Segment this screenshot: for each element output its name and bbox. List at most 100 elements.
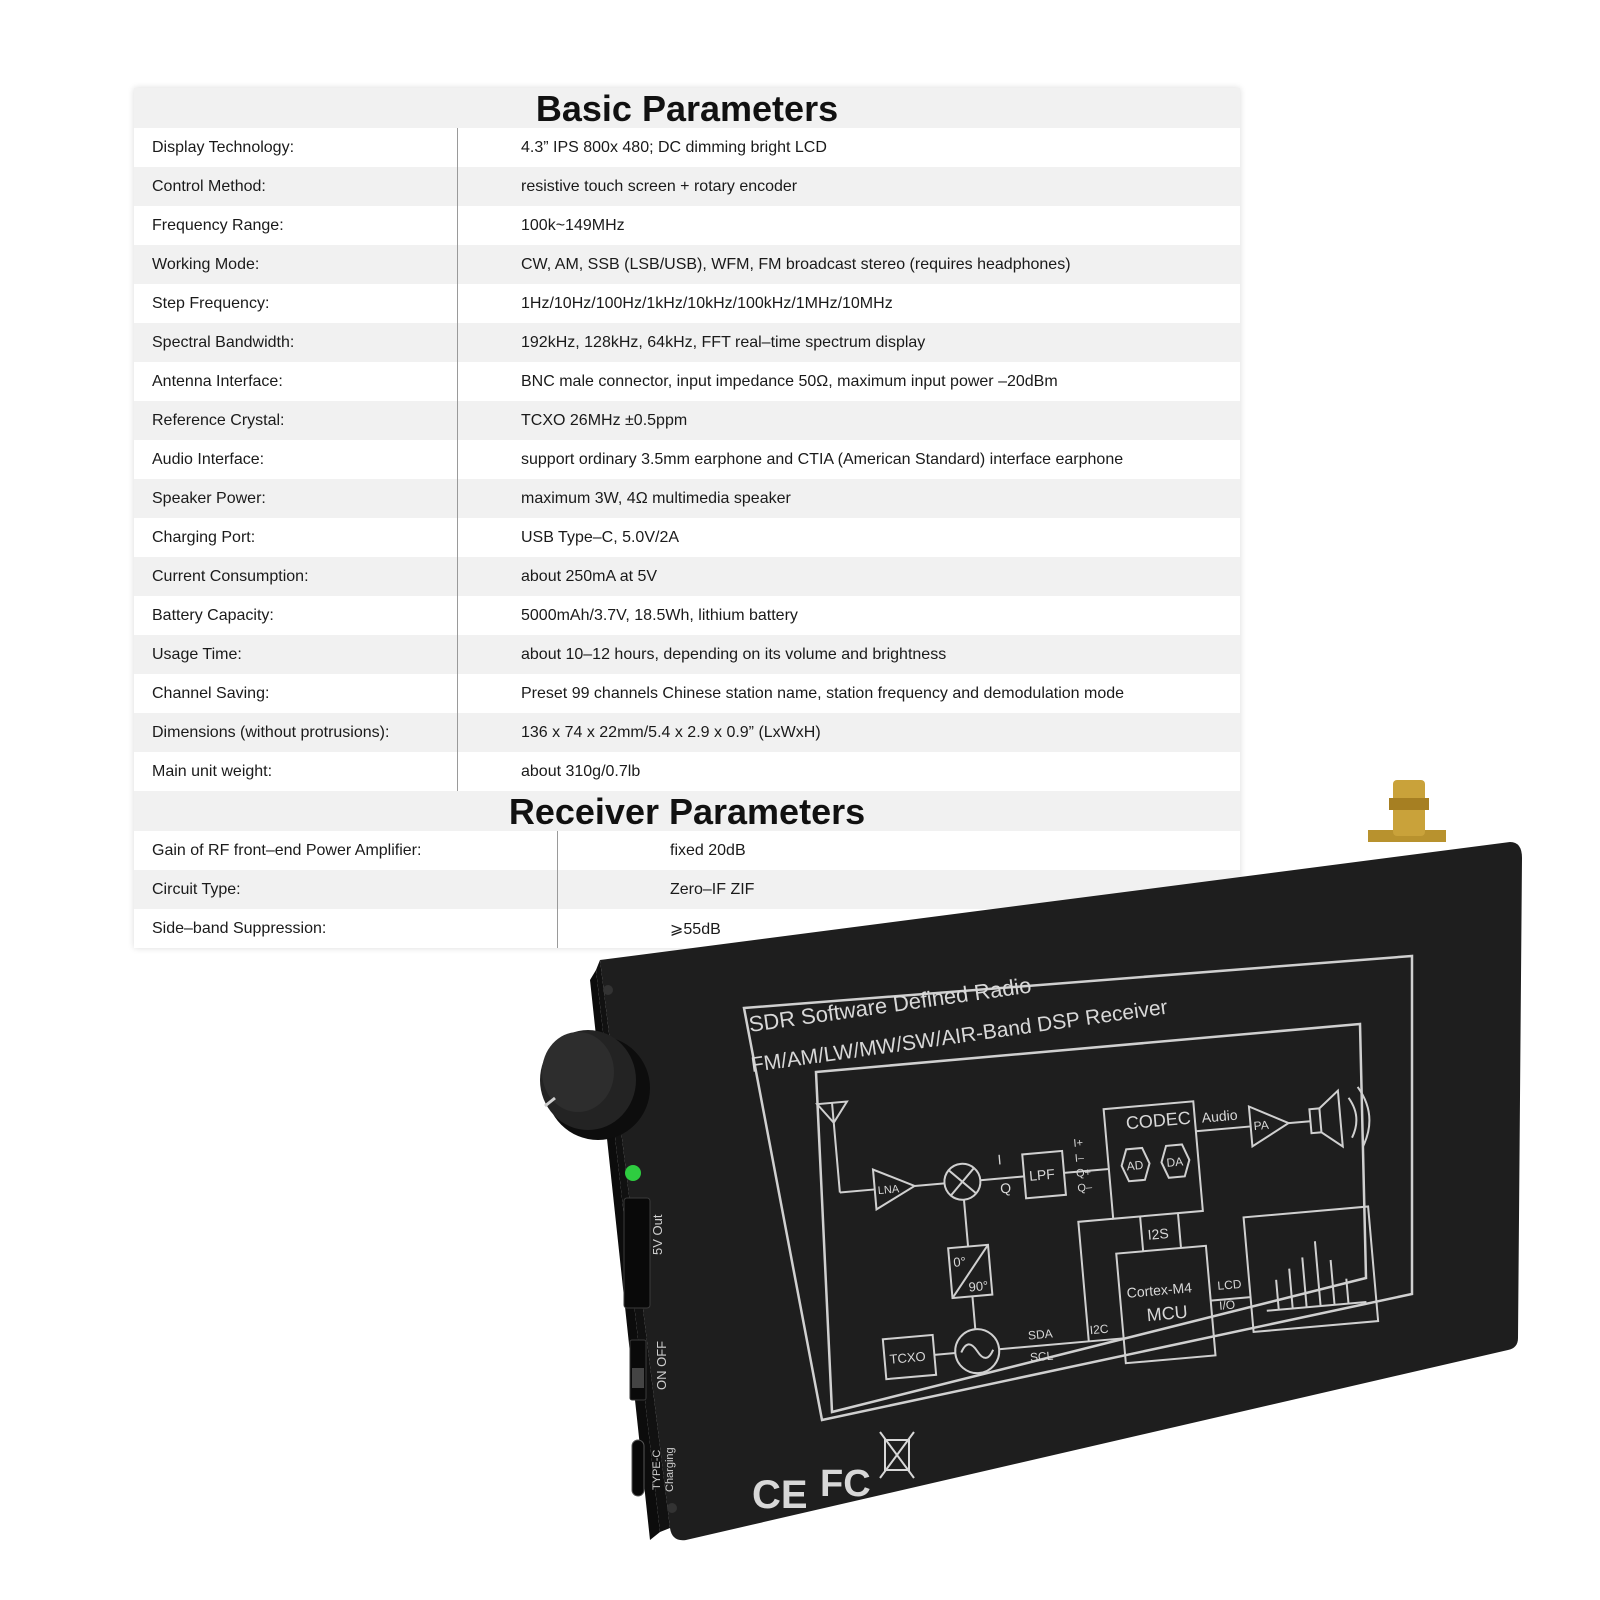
parameter-value: USB Type–C, 5.0V/2A xyxy=(521,528,680,546)
rotary-encoder-knob[interactable] xyxy=(540,1030,650,1140)
io-label: I/O xyxy=(1219,1297,1236,1312)
q-plus-label: Q+ xyxy=(1076,1167,1092,1180)
parameter-label: Spectral Bandwidth: xyxy=(134,323,458,362)
device-body xyxy=(590,842,1522,1541)
speaker-icon xyxy=(1308,1107,1323,1135)
parameter-value: Zero–IF ZIF xyxy=(670,880,755,898)
parameter-value: 5000mAh/3.7V, 18.5Wh, lithium battery xyxy=(521,606,798,624)
charging-label: Charging xyxy=(664,1447,676,1492)
table-row: Circuit Type: Zero–IF ZIF xyxy=(134,870,1240,909)
lna-label: LNA xyxy=(877,1183,900,1197)
parameter-value: ⩾55dB xyxy=(670,920,721,938)
parameter-label: Antenna Interface: xyxy=(134,362,458,401)
antenna-icon xyxy=(815,1100,849,1193)
da-label: DA xyxy=(1166,1154,1184,1169)
parameter-label: Speaker Power: xyxy=(134,479,458,518)
i2s-label: I2S xyxy=(1147,1225,1169,1243)
mixer-icon xyxy=(943,1162,982,1201)
parameter-label: Frequency Range: xyxy=(134,206,458,245)
parameter-label: Gain of RF front–end Power Amplifier: xyxy=(134,831,558,870)
pa-block xyxy=(1247,1104,1291,1149)
parameter-value: 4.3” IPS 800x 480; DC dimming bright LCD xyxy=(521,138,827,156)
parameter-value: about 250mA at 5V xyxy=(521,567,658,585)
parameter-label: Channel Saving: xyxy=(134,674,458,713)
parameter-value: 1Hz/10Hz/100Hz/1kHz/10kHz/100kHz/1MHz/10… xyxy=(521,294,893,312)
parameter-label: Current Consumption: xyxy=(134,557,458,596)
certification-marks: CE FC xyxy=(752,1463,871,1517)
table-row: Main unit weight:about 310g/0.7lb xyxy=(134,752,1240,791)
lpf-label: LPF xyxy=(1028,1166,1055,1184)
parameter-value: maximum 3W, 4Ω multimedia speaker xyxy=(521,489,791,507)
cortex-m4-label: Cortex-M4 xyxy=(1126,1279,1193,1301)
weee-bin-icon xyxy=(879,1431,915,1479)
parameter-value: Preset 99 channels Chinese station name,… xyxy=(521,684,1125,702)
lna-block xyxy=(871,1167,917,1212)
parameter-label: Audio Interface: xyxy=(134,440,458,479)
sdr-receiver-illustration: SDR Software Defined Radio FM/AM/LW/MW/S… xyxy=(540,780,1522,1541)
i-plus-label: I+ xyxy=(1073,1137,1083,1150)
lcd-display-block xyxy=(1242,1205,1380,1334)
parameter-value: TCXO 26MHz ±0.5ppm xyxy=(521,411,688,429)
q-label: Q xyxy=(999,1180,1011,1197)
table-row: Usage Time:about 10–12 hours, depending … xyxy=(134,635,1240,674)
ad-label: AD xyxy=(1126,1158,1144,1173)
table-row: Display Technology: 4.3” IPS 800x 480; DC… xyxy=(134,128,1240,167)
parameter-value: support ordinary 3.5mm earphone and CTIA… xyxy=(521,450,1124,468)
i-minus-label: I– xyxy=(1074,1152,1085,1165)
parameter-value: 100k~149MHz xyxy=(521,216,625,234)
parameter-label: Step Frequency: xyxy=(134,284,458,323)
table-row: Side–band Suppression:⩾55dB xyxy=(134,909,1240,948)
parameter-value: BNC male connector, input impedance 50Ω,… xyxy=(521,372,1058,390)
parameter-value: 136 x 74 x 22mm/5.4 x 2.9 x 0.9” (LxWxH) xyxy=(521,723,821,741)
parameter-label: Dimensions (without protrusions): xyxy=(134,713,458,752)
table-row: Working Mode: CW, AM, SSB (LSB/USB), WFM,… xyxy=(134,245,1240,284)
table-row: Frequency Range: 100k~149MHz xyxy=(134,206,1240,245)
table-row: Control Method: resistive touch screen + … xyxy=(134,167,1240,206)
receiver-parameters-title: Receiver Parameters xyxy=(134,791,1240,832)
table-row: Channel Saving: Preset 99 channels Chines… xyxy=(134,674,1240,713)
receiver-parameters-table: Gain of RF front–end Power Amplifier: fix… xyxy=(134,831,1240,948)
parameter-value: CW, AM, SSB (LSB/USB), WFM, FM broadcast… xyxy=(521,255,1071,273)
table-row: Spectral Bandwidth: 192kHz, 128kHz, 64kHz… xyxy=(134,323,1240,362)
i-label: I xyxy=(997,1151,1002,1167)
phase-90-label: 90° xyxy=(968,1278,989,1295)
type-c-charging-port[interactable] xyxy=(631,1439,645,1497)
parameter-label: Usage Time: xyxy=(134,635,458,674)
sda-label: SDA xyxy=(1027,1327,1053,1343)
parameter-value: about 310g/0.7lb xyxy=(521,762,641,780)
usb-5v-out-port[interactable] xyxy=(623,1197,651,1309)
table-row: Dimensions (without protrusions): 136 x 7… xyxy=(134,713,1240,752)
type-c-label: TYPE-C xyxy=(651,1450,663,1490)
parameter-value: resistive touch screen + rotary encoder xyxy=(521,177,798,195)
on-off-label: ON OFF xyxy=(654,1341,669,1390)
lcd-label: LCD xyxy=(1217,1277,1242,1293)
ce-mark-icon: CE xyxy=(752,1473,808,1517)
fcc-mark-icon: FC xyxy=(820,1463,871,1505)
table-row: Gain of RF front–end Power Amplifier: fix… xyxy=(134,831,1240,870)
table-row: Audio Interface: support ordinary 3.5mm e… xyxy=(134,440,1240,479)
parameter-label: Control Method: xyxy=(134,167,458,206)
parameter-label: Battery Capacity: xyxy=(134,596,458,635)
parameter-label: Reference Crystal: xyxy=(134,401,458,440)
sma-antenna-connector xyxy=(1368,780,1446,842)
parameter-value: 192kHz, 128kHz, 64kHz, FFT real–time spe… xyxy=(521,333,926,351)
table-row: Current Consumption: about 250mA at 5V xyxy=(134,557,1240,596)
block-diagram xyxy=(815,1086,1380,1381)
power-switch[interactable] xyxy=(629,1339,647,1401)
table-row: Battery Capacity: 5000mAh/3.7V, 18.5Wh, l… xyxy=(134,596,1240,635)
device-photo: SDR Software Defined Radio FM/AM/LW/MW/S… xyxy=(500,780,1600,1600)
spec-sheet: Basic Parameters Display Technology: 4.3”… xyxy=(134,88,1240,948)
parameter-label: Circuit Type: xyxy=(134,870,558,909)
table-row: Antenna Interface: BNC male connector, in… xyxy=(134,362,1240,401)
table-row: Charging Port: USB Type–C, 5.0V/2A xyxy=(134,518,1240,557)
basic-parameters-title: Basic Parameters xyxy=(134,88,1240,129)
q-minus-label: Q– xyxy=(1077,1181,1094,1194)
tcxo-label: TCXO xyxy=(889,1349,926,1367)
parameter-value: fixed 20dB xyxy=(670,841,746,859)
phase-0-label: 0° xyxy=(953,1254,967,1270)
basic-parameters-table: Display Technology: 4.3” IPS 800x 480; DC… xyxy=(134,128,1240,791)
table-row: Reference Crystal: TCXO 26MHz ±0.5ppm xyxy=(134,401,1240,440)
parameter-label: Display Technology: xyxy=(134,128,458,167)
parameter-label: Charging Port: xyxy=(134,518,458,557)
parameter-label: Working Mode: xyxy=(134,245,458,284)
